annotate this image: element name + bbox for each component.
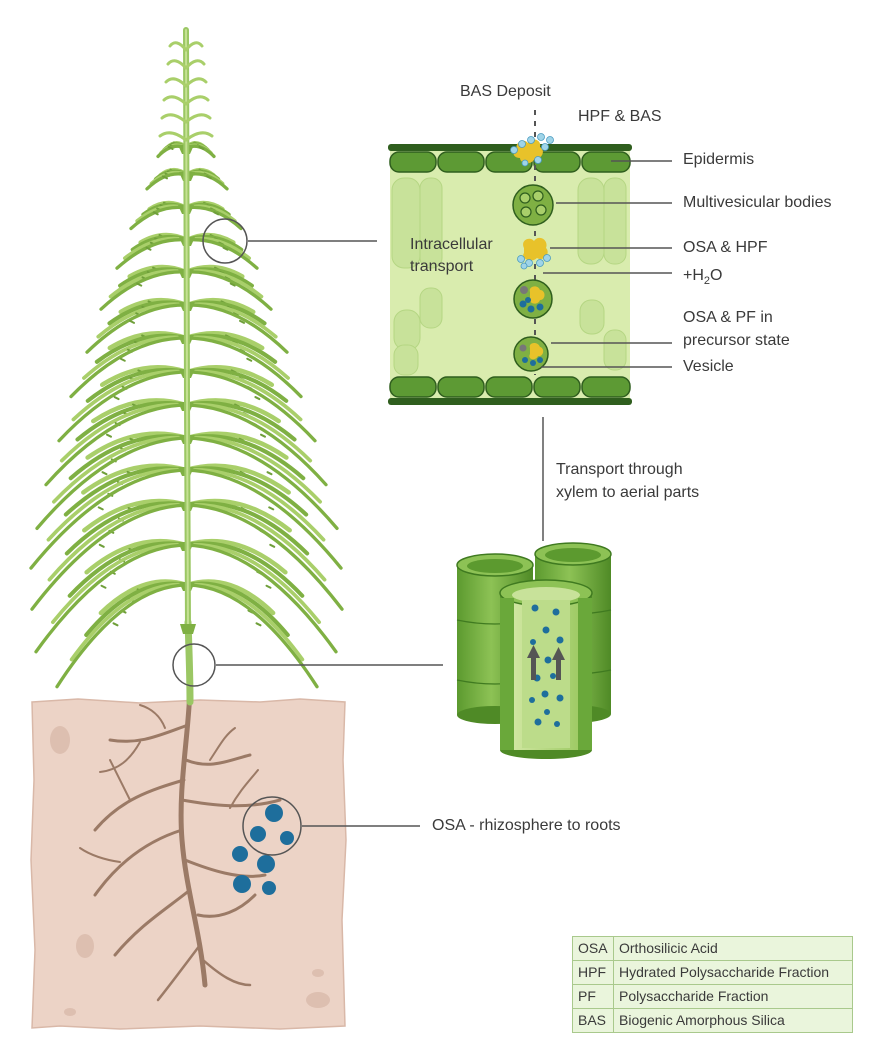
magnifier-root-circle	[242, 796, 302, 856]
magnifier-stem-circle	[202, 218, 248, 264]
connector-lines	[216, 160, 672, 827]
soil-block	[30, 698, 347, 1030]
legend-abbr: PF	[572, 984, 614, 1009]
label-multivesicular-bodies: Multivesicular bodies	[683, 194, 832, 211]
label-intracellular-line2: transport	[410, 258, 474, 275]
water-suffix: O	[710, 267, 723, 284]
osa-hpf-cluster	[517, 237, 551, 270]
label-intracellular-line1: Intracellular	[410, 236, 493, 253]
legend-row: HPF Hydrated Polysaccharide Fraction	[572, 960, 853, 985]
label-osa-hpf: OSA & HPF	[683, 239, 768, 256]
label-xylem-line1: Transport through	[556, 461, 683, 478]
vesicle-osa-pf-1	[513, 279, 553, 319]
multivesicular-body	[512, 184, 554, 226]
legend-definition: Biogenic Amorphous Silica	[613, 1008, 853, 1033]
legend-definition: Orthosilicic Acid	[613, 936, 853, 961]
legend-abbr: OSA	[572, 936, 614, 961]
legend-definition: Hydrated Polysaccharide Fraction	[613, 960, 853, 985]
label-hpf-bas: HPF & BAS	[578, 108, 662, 125]
legend-row: PF Polysaccharide Fraction	[572, 984, 853, 1009]
label-rhizosphere: OSA - rhizosphere to roots	[432, 817, 621, 834]
legend-row: OSA Orthosilicic Acid	[572, 936, 853, 961]
label-osa-pf-line2: precursor state	[683, 332, 790, 349]
label-vesicle: Vesicle	[683, 358, 734, 375]
label-bas-deposit: BAS Deposit	[460, 83, 551, 100]
root-system	[79, 687, 282, 1002]
bas-deposit-cluster	[510, 133, 554, 167]
legend-abbr: HPF	[572, 960, 614, 985]
xylem-vessels	[456, 542, 612, 759]
osa-particles-soil	[232, 804, 294, 895]
label-epidermis: Epidermis	[683, 151, 755, 168]
label-xylem-line2: xylem to aerial parts	[556, 484, 700, 501]
label-water: +H2O	[683, 265, 722, 292]
legend-abbr: BAS	[572, 1008, 614, 1033]
magnifier-base-circle	[172, 643, 216, 687]
label-osa-pf-line1: OSA & PF in	[683, 309, 773, 326]
legend-row: BAS Biogenic Amorphous Silica	[572, 1008, 853, 1033]
water-prefix: +H	[683, 267, 704, 284]
legend-definition: Polysaccharide Fraction	[613, 984, 853, 1009]
horsetail-plant	[29, 27, 344, 706]
water-subscript: 2	[703, 275, 711, 288]
abbreviation-legend: OSA Orthosilicic Acid HPF Hydrated Polys…	[572, 936, 853, 1033]
vesicle-osa-pf-2	[513, 336, 549, 372]
cell-cross-section	[388, 110, 632, 405]
